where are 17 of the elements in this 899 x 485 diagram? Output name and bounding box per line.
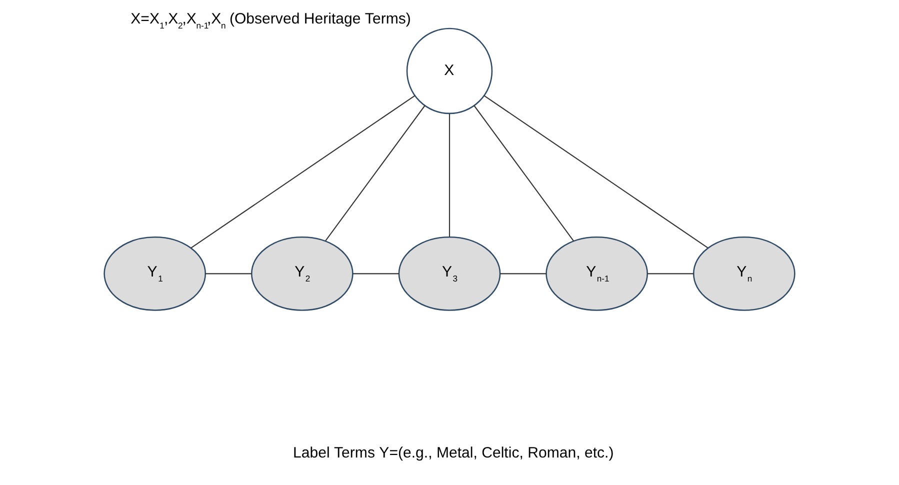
node-ellipse: Y$_{3}$	[398, 236, 501, 311]
node-ellipse: Y$_{n}$	[692, 236, 796, 311]
label: Label Terms Y=(e.g., Metal, Celtic, Roman, etc.)	[293, 444, 614, 462]
connector	[352, 273, 399, 274]
connector	[325, 105, 426, 242]
connector	[474, 105, 574, 242]
connector	[500, 273, 546, 274]
node-ellipse: Y$_{2}$	[250, 236, 354, 311]
connector	[190, 95, 416, 248]
node-ellipse: Y$_{n-1}$	[546, 236, 648, 311]
connector	[484, 95, 708, 248]
node-ellipse: Y$_{1}$	[104, 236, 206, 311]
connector	[647, 273, 694, 274]
connector	[205, 273, 252, 274]
node-label: X=X$_{1}$,X$_{2}$,X$_{n-1}$,X$_{n}$ (Observed Heritage Terms)	[130, 10, 411, 30]
node-circle: X	[406, 28, 493, 114]
connector	[448, 114, 450, 237]
